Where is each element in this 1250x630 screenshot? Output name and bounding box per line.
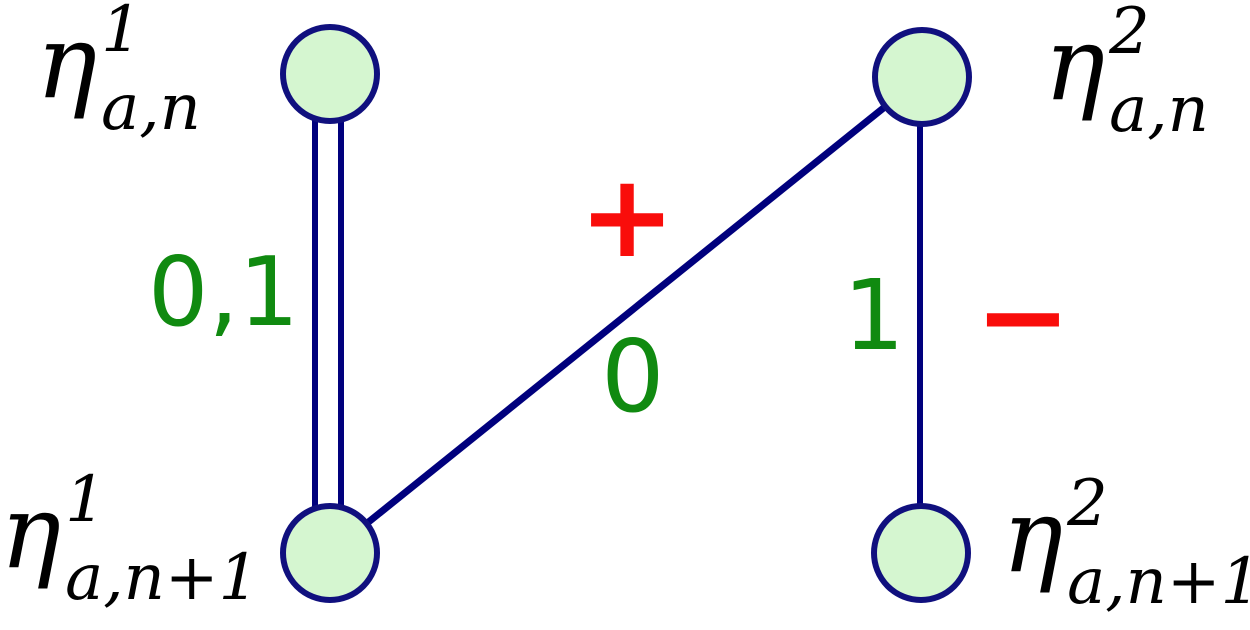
edge-weight-label-left: 0,1 [148, 238, 300, 348]
script-stack: 1 a,n [101, 0, 201, 145]
edge-weight-label-diagonal: 0 [601, 318, 665, 435]
edge-sign-label-minus: − [974, 250, 1072, 384]
superscript: 1 [101, 0, 142, 67]
eta-symbol: η [1002, 477, 1064, 596]
eta-symbol: η [36, 3, 98, 122]
node-eta-1-a-n1 [280, 503, 380, 603]
node-label-eta-1-a-n1: η 1 a,n+1 [0, 468, 260, 615]
subscript: a,n [1109, 73, 1209, 147]
edge-weight-label-right: 1 [843, 259, 905, 372]
subscript: a,n+1 [65, 541, 260, 615]
subscript: a,n+1 [1067, 545, 1250, 619]
node-label-eta-2-a-n1: η 2 a,n+1 [1002, 472, 1250, 619]
eta-symbol: η [0, 473, 62, 592]
node-label-eta-1-a-n: η 1 a,n [36, 0, 201, 145]
node-eta-2-a-n [872, 27, 972, 127]
node-eta-1-a-n [280, 24, 380, 124]
superscript: 1 [65, 463, 106, 537]
script-stack: 2 a,n+1 [1067, 472, 1250, 619]
superscript: 2 [1067, 467, 1108, 541]
node-eta-2-a-n1 [871, 503, 971, 603]
script-stack: 2 a,n [1109, 0, 1209, 147]
eta-symbol: η [1044, 5, 1106, 124]
edge-sign-label-plus: + [578, 150, 676, 284]
subscript: a,n [101, 71, 201, 145]
node-label-eta-2-a-n: η 2 a,n [1044, 0, 1209, 147]
edge-diagonal-line [327, 74, 925, 556]
script-stack: 1 a,n+1 [65, 468, 260, 615]
superscript: 2 [1109, 0, 1150, 69]
